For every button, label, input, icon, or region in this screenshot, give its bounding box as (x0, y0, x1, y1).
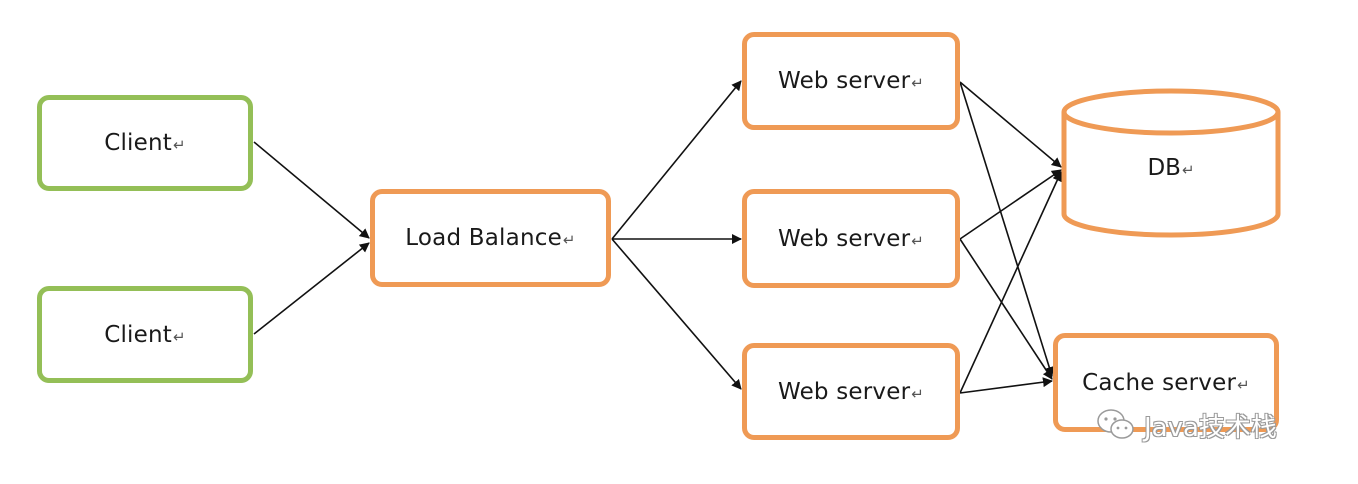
watermark: Java技术栈 (1096, 405, 1277, 445)
db-cylinder (1061, 88, 1281, 238)
client-label-1: Client (104, 130, 172, 156)
arrow-web1-to-cache (959, 81, 1055, 377)
load-balancer-label: Load Balance (405, 225, 562, 251)
paragraph-mark: ↵ (1181, 161, 1195, 179)
paragraph-mark: ↵ (173, 327, 186, 346)
web-server-node-2: Web server↵ (742, 189, 960, 288)
db-node: DB↵ (1064, 148, 1278, 188)
web-server-node-1: Web server↵ (742, 32, 960, 130)
arrow-web2-to-db (959, 169, 1062, 240)
arrow-web3-to-db (959, 171, 1062, 394)
arrow-client2-to-lb (253, 242, 370, 335)
paragraph-mark: ↵ (562, 231, 576, 249)
db-label: DB (1147, 155, 1181, 181)
paragraph-mark: ↵ (911, 231, 925, 250)
paragraph-mark: ↵ (911, 74, 925, 92)
connector-arrows (253, 80, 1062, 394)
paragraph-mark: ↵ (173, 136, 186, 154)
wechat-icon (1097, 409, 1134, 439)
web-server-node-3: Web server↵ (742, 343, 960, 440)
web-server-label-1: Web server (777, 68, 911, 94)
cache-server-label: Cache server (1082, 369, 1237, 396)
web-server-label-2: Web server (777, 225, 911, 252)
arrow-lb-to-web1 (611, 80, 742, 240)
client-label-2: Client (104, 321, 172, 348)
web-server-label-3: Web server (777, 378, 911, 405)
arrow-client1-to-lb (253, 141, 370, 239)
watermark-text: Java技术栈 (1144, 412, 1277, 443)
client-node-1: Client↵ (37, 95, 253, 191)
paragraph-mark: ↵ (911, 384, 925, 403)
arrow-lb-to-web3 (611, 238, 742, 390)
load-balancer-node: Load Balance↵ (370, 189, 611, 287)
cache-server-node: Cache server↵ (1053, 333, 1279, 432)
paragraph-mark: ↵ (1237, 375, 1250, 394)
arrow-web2-to-cache (959, 238, 1053, 380)
arrow-web3-to-cache (959, 377, 1053, 394)
arrow-web1-to-db (959, 81, 1062, 168)
client-node-2: Client↵ (37, 286, 253, 383)
